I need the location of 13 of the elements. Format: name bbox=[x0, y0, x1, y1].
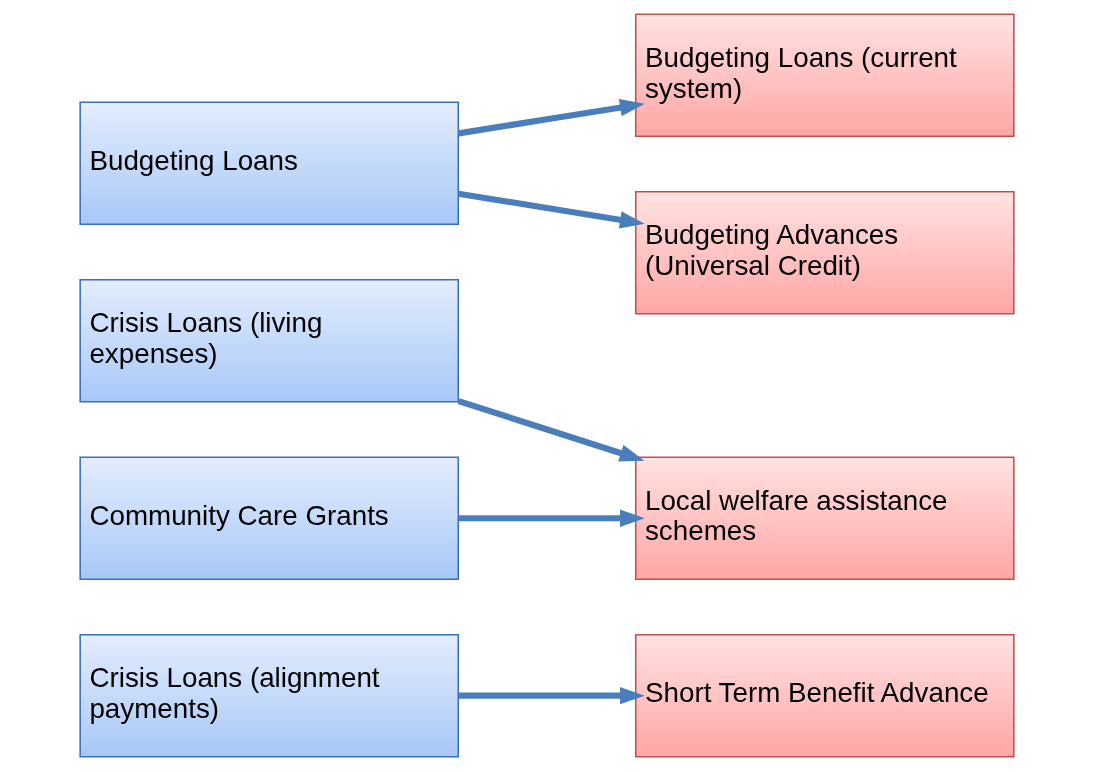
node-box: Crisis Loans (living expenses) bbox=[78, 279, 459, 403]
arrow bbox=[457, 190, 645, 229]
arrow bbox=[458, 687, 645, 705]
arrow bbox=[457, 99, 645, 137]
node-box: Local welfare assistance schemes bbox=[634, 456, 1015, 580]
node-box: Budgeting Loans (current system) bbox=[634, 13, 1015, 138]
node-box: Short Term Benefit Advance bbox=[634, 633, 1015, 758]
arrow bbox=[458, 509, 645, 527]
node-box: Crisis Loans (alignment payments) bbox=[78, 633, 459, 758]
arrow bbox=[457, 398, 644, 462]
node-box: Community Care Grants bbox=[78, 456, 459, 580]
node-box: Budgeting Advances (Universal Credit) bbox=[634, 191, 1015, 315]
node-box: Budgeting Loans bbox=[78, 101, 459, 225]
